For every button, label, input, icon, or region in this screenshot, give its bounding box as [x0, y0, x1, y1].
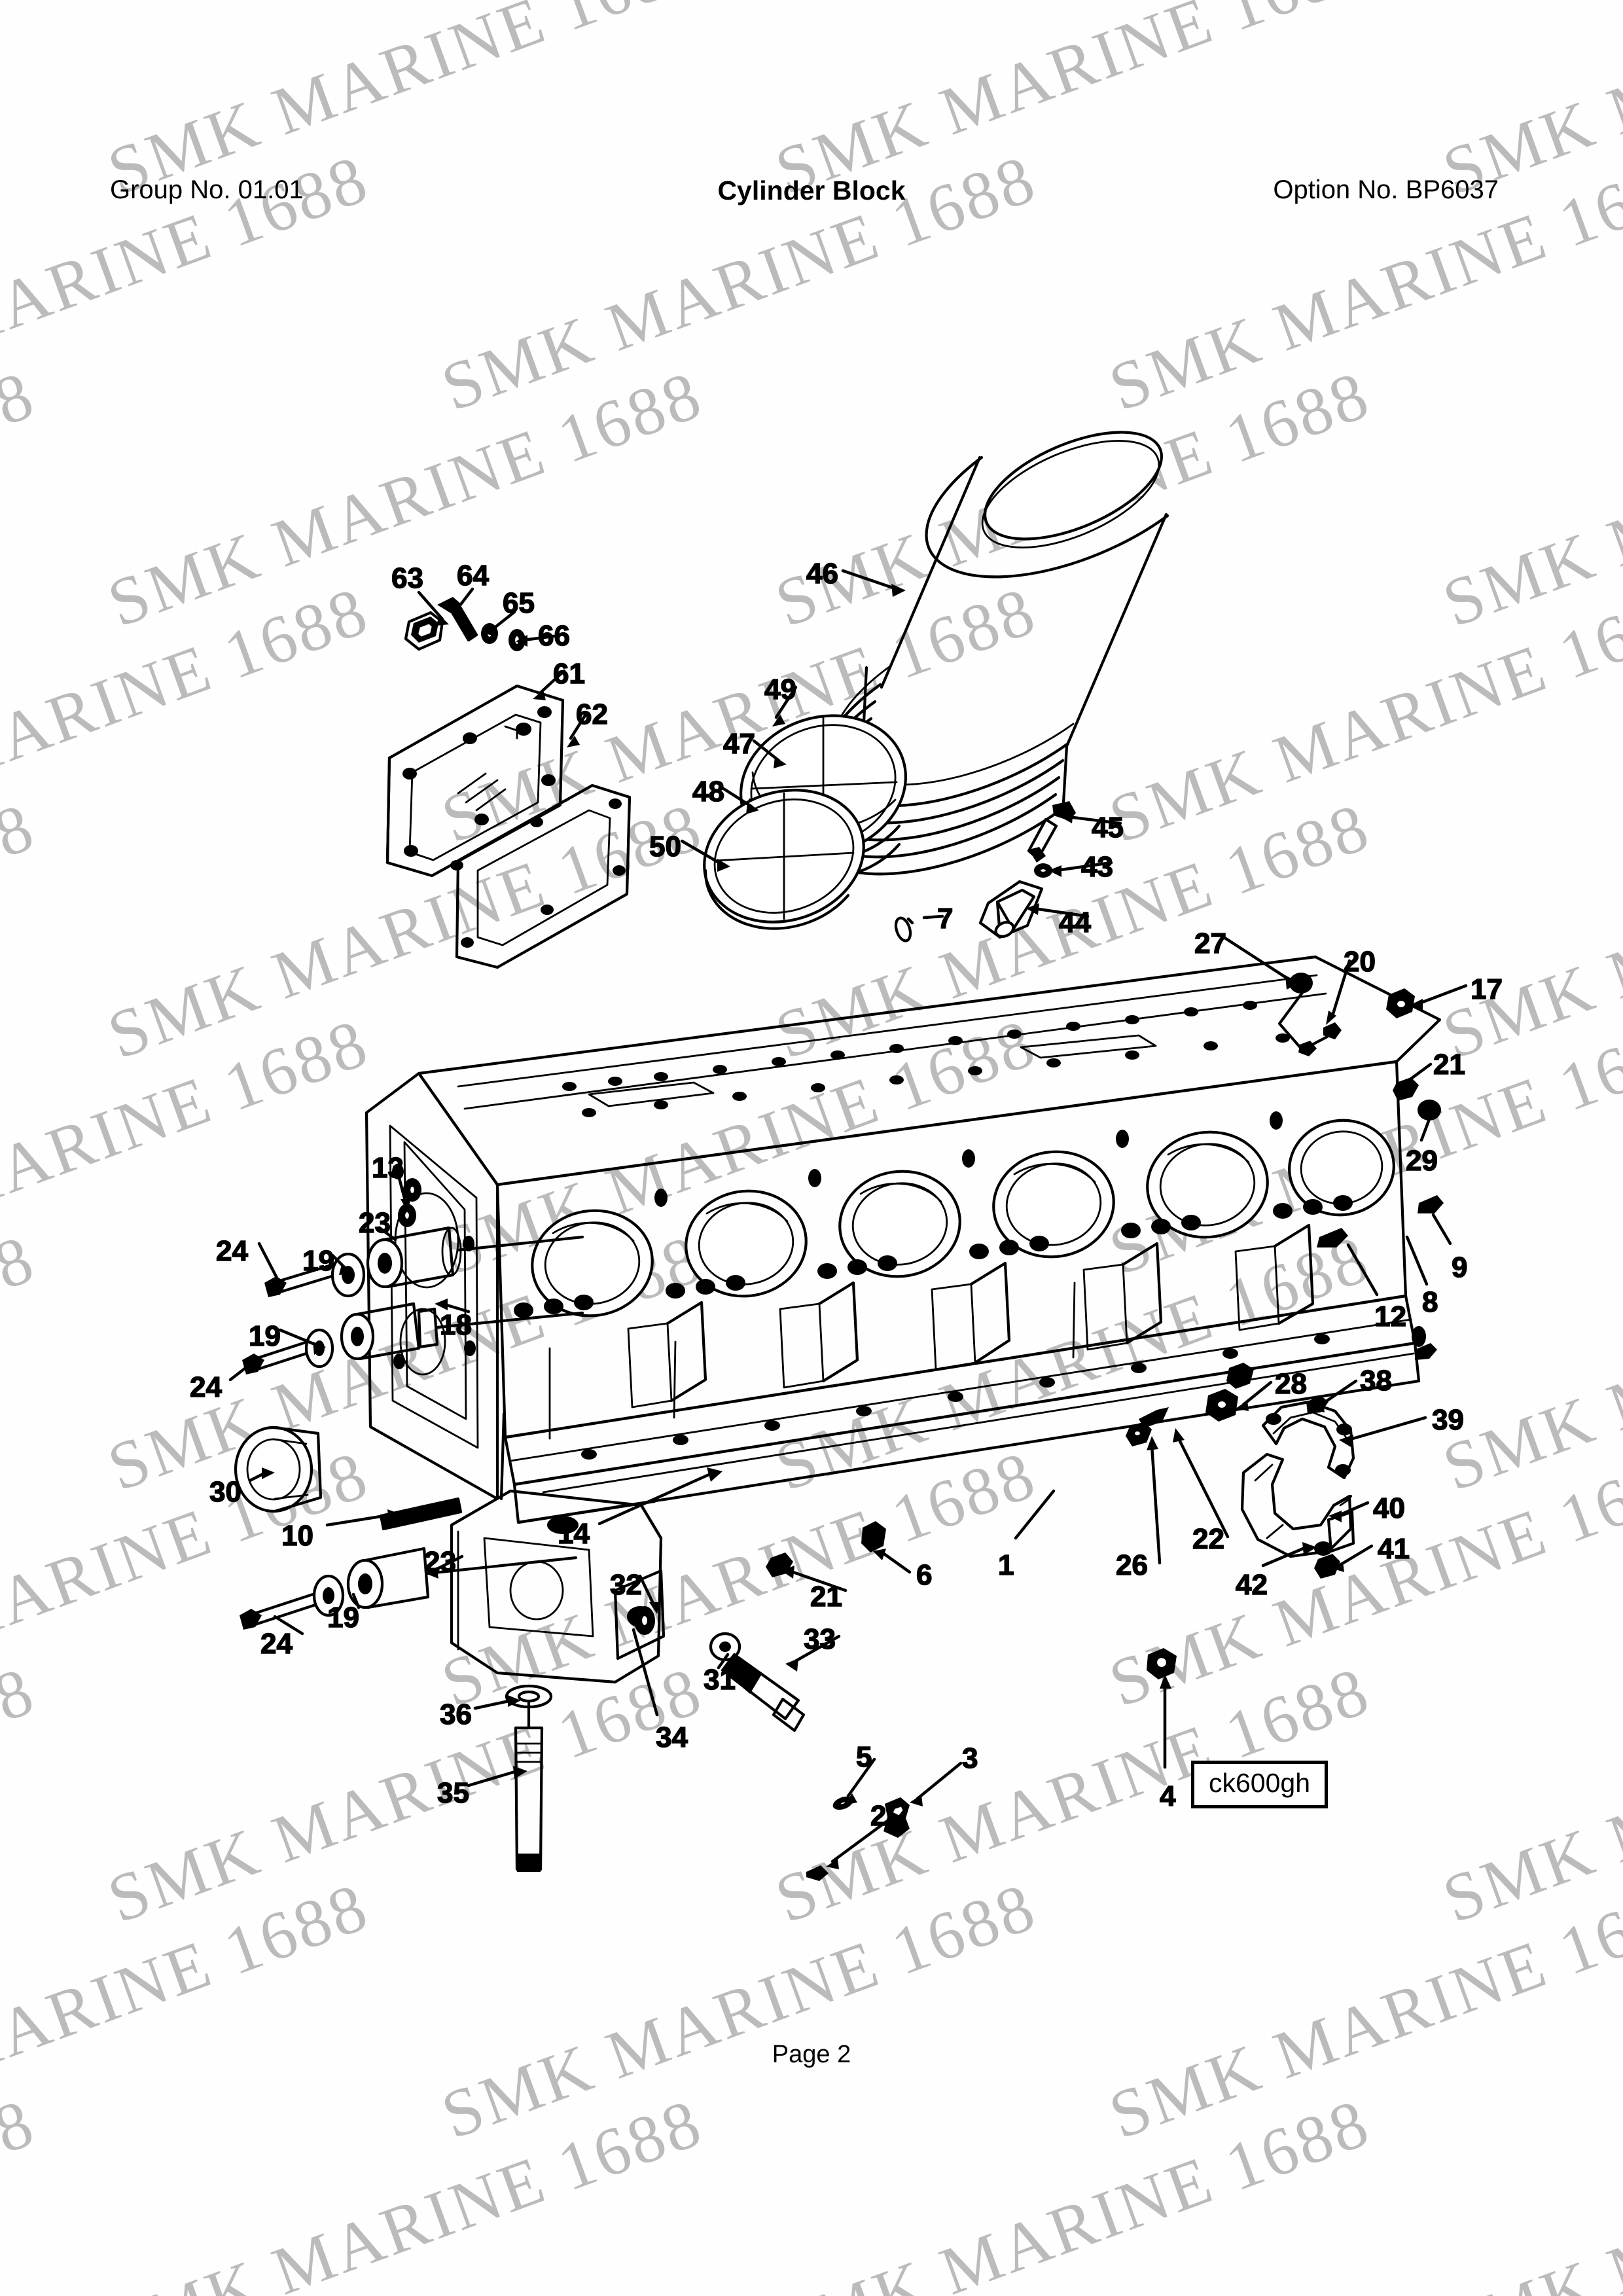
callout-44: 44: [1058, 906, 1091, 939]
callout-63: 63: [391, 562, 423, 594]
callout-10: 10: [281, 1520, 313, 1552]
callout-62: 62: [575, 698, 608, 730]
callout-13: 13: [371, 1152, 404, 1184]
callout-20: 20: [1343, 946, 1376, 978]
dowel-pin-7: [894, 916, 912, 942]
callout-8: 8: [1421, 1286, 1438, 1318]
callout-2: 2: [870, 1800, 887, 1832]
callout-22: 22: [1192, 1523, 1224, 1555]
callout-28: 28: [1274, 1368, 1307, 1400]
callout-35: 35: [437, 1777, 469, 1809]
callout-1: 1: [997, 1549, 1014, 1581]
bearing-shell-30: [234, 1426, 323, 1513]
callout-32: 32: [609, 1569, 642, 1601]
callout-50: 50: [649, 831, 681, 863]
callout-30: 30: [209, 1476, 241, 1508]
drawing-code-box: ck600gh: [1191, 1761, 1329, 1808]
callout-5: 5: [855, 1741, 872, 1773]
callout-9: 9: [1451, 1251, 1468, 1283]
callout-3: 3: [961, 1742, 978, 1774]
option-number: Option No. BP6037: [1273, 175, 1499, 204]
callout-41: 41: [1377, 1533, 1410, 1565]
callout-4: 4: [1159, 1780, 1176, 1812]
callout-19: 19: [248, 1320, 281, 1352]
callout-47: 47: [722, 728, 755, 760]
callout-40: 40: [1372, 1492, 1405, 1524]
callout-23: 23: [358, 1207, 391, 1239]
callout-33: 33: [803, 1623, 836, 1655]
callout-43: 43: [1080, 851, 1113, 883]
callout-17: 17: [1470, 973, 1503, 1005]
callout-48: 48: [692, 776, 724, 808]
callout-24: 24: [260, 1628, 293, 1660]
oil-nozzle-parts-2-3-5: [806, 1796, 910, 1881]
callout-66: 66: [537, 620, 570, 652]
bracket-bolt-33: [709, 1632, 806, 1732]
leader-lines: [228, 569, 1468, 1869]
cam-bushings-left: [240, 1178, 584, 1630]
dowel-pin-10: [379, 1497, 463, 1531]
drawing-code-text: ck600gh: [1209, 1768, 1311, 1798]
washer-13: [398, 1204, 416, 1227]
callout-65: 65: [502, 587, 535, 619]
callout-24: 24: [189, 1371, 222, 1403]
bottom-small-parts: [634, 1521, 886, 1635]
long-bolt-35: [505, 1684, 553, 1872]
callout-39: 39: [1431, 1404, 1464, 1436]
callout-21: 21: [810, 1581, 842, 1613]
callout-38: 38: [1359, 1365, 1392, 1397]
callout-29: 29: [1405, 1145, 1438, 1177]
callout-23: 23: [423, 1546, 456, 1578]
callout-45: 45: [1091, 812, 1124, 844]
o-ring-seals-47-50: [703, 714, 908, 930]
callout-12: 12: [1374, 1300, 1406, 1333]
callout-14: 14: [557, 1518, 590, 1550]
callout-18: 18: [439, 1309, 472, 1341]
callout-34: 34: [655, 1721, 688, 1753]
main-bearing-cap-39: [1240, 1343, 1437, 1579]
engine-block-1: [365, 955, 1442, 1684]
pipe-plug-4: [1147, 1648, 1177, 1679]
page-footer: Page 2: [772, 2041, 851, 2068]
callout-64: 64: [456, 560, 489, 592]
callout-26: 26: [1115, 1549, 1148, 1581]
callout-24: 24: [215, 1235, 248, 1267]
sheet-header: Group No. 01.01 Cylinder Block Option No…: [0, 175, 1623, 215]
callout-31: 31: [703, 1664, 736, 1696]
callout-49: 49: [764, 673, 796, 706]
callout-46: 46: [806, 558, 838, 590]
callout-19: 19: [302, 1245, 334, 1277]
gasket-62: [450, 783, 632, 969]
callout-61: 61: [552, 658, 585, 690]
callout-21: 21: [1433, 1049, 1465, 1081]
page-title: Cylinder Block: [717, 175, 906, 206]
callout-6: 6: [916, 1559, 933, 1591]
group-number: Group No. 01.01: [110, 175, 304, 204]
callout-36: 36: [439, 1698, 472, 1731]
cover-plate-61: [385, 684, 565, 878]
callout-42: 42: [1235, 1569, 1268, 1601]
plugs-22-26-28: [1126, 1363, 1254, 1446]
callout-27: 27: [1194, 927, 1226, 960]
callout-19: 19: [327, 1602, 359, 1634]
callout-7: 7: [936, 903, 954, 935]
right-side-fasteners: [1277, 973, 1444, 1347]
